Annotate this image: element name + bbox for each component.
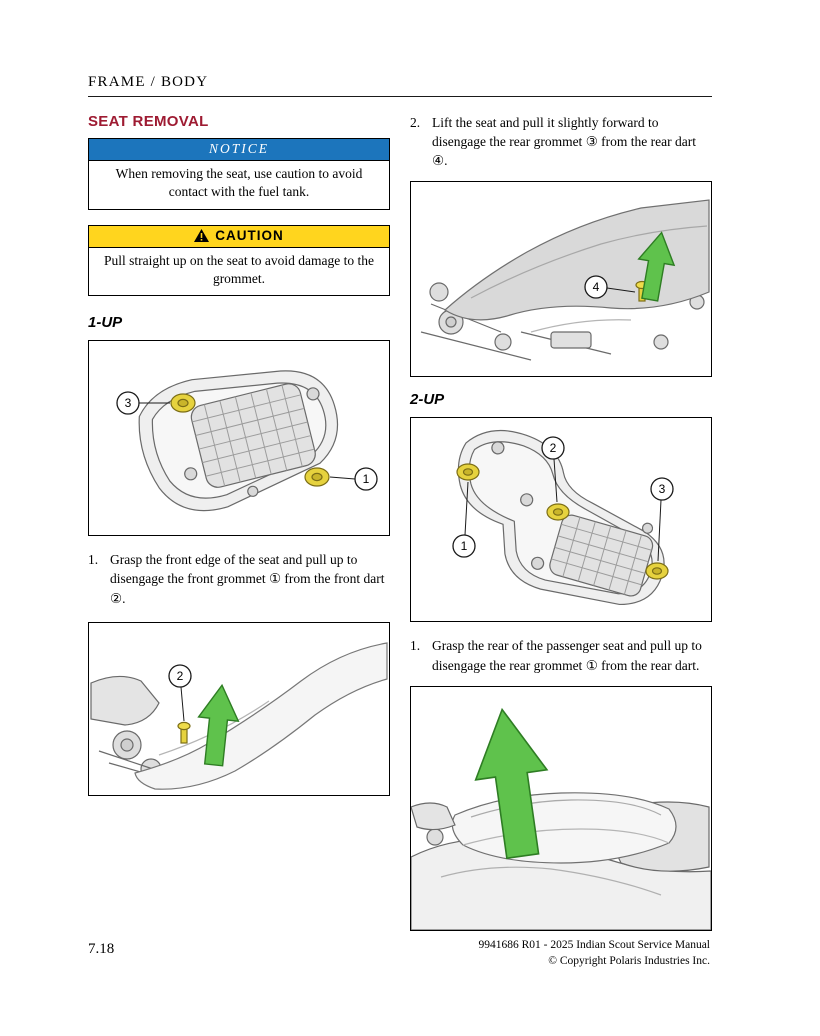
step-number: 2.: [410, 115, 421, 130]
rear-dart-illustration: 4: [420, 199, 710, 362]
chapter-title: FRAME / BODY: [88, 74, 209, 90]
right-column: 2. Lift the seat and pull it slightly fo…: [410, 113, 712, 945]
callout-2-label: 2: [177, 669, 184, 683]
front-dart-illustration: 2: [90, 642, 388, 790]
callout-3-circle: [116, 391, 140, 415]
callout-1-circle: [354, 467, 378, 491]
figure-2up-passenger-seat: [410, 685, 712, 931]
left-column: SEAT REMOVAL NOTICE When removing the se…: [88, 113, 390, 945]
callout-1-circle: [452, 534, 476, 559]
warning-triangle-icon: [194, 229, 210, 243]
up-arrow-icon: [474, 707, 549, 859]
header-rule: [88, 96, 712, 97]
callout-3-circle: [650, 477, 674, 502]
step-1up-2: 2. Lift the seat and pull it slightly fo…: [410, 113, 712, 170]
figure-1up-rear-dart: 4: [410, 181, 712, 378]
manual-page: FRAME / BODY SEAT REMOVAL NOTICE When re…: [88, 74, 712, 945]
two-up-underside-illustration: 2 3 1: [452, 430, 674, 606]
step-number: 1.: [410, 638, 421, 654]
step-text: Lift the seat and pull it slightly forwa…: [432, 115, 696, 169]
footer-copyright: © Copyright Polaris Industries Inc.: [548, 954, 710, 967]
passenger-seat-illustration: [411, 707, 711, 930]
callout-3-label: 3: [659, 482, 666, 496]
seat-underside-illustration: 3 1: [116, 370, 378, 512]
caution-label: CAUTION: [215, 227, 284, 243]
heading-1up: 1-UP: [88, 314, 123, 332]
step-number: 1.: [88, 552, 99, 568]
callout-2-circle: [541, 436, 565, 461]
callout-3-label: 3: [125, 396, 132, 410]
notice-body: When removing the seat, use caution to a…: [89, 160, 389, 208]
caution-body: Pull straight up on the seat to avoid da…: [89, 246, 389, 295]
callout-2-label: 2: [550, 441, 557, 455]
heading-2up: 2-UP: [410, 391, 445, 409]
step-text: Grasp the rear of the passenger seat and…: [432, 638, 702, 673]
section-title: SEAT REMOVAL: [88, 113, 209, 130]
callout-1-label: 1: [363, 472, 370, 486]
up-arrow-icon: [637, 231, 676, 303]
notice-header: NOTICE: [89, 139, 389, 161]
footer-manual-title: 9941686 R01 - 2025 Indian Scout Service …: [478, 939, 710, 951]
step-text: Grasp the front edge of the seat and pul…: [110, 552, 385, 606]
callout-2-circle: [168, 664, 192, 688]
notice-box: NOTICE When removing the seat, use cauti…: [88, 138, 390, 210]
step-1up-1: 1. Grasp the front edge of the seat and …: [88, 550, 390, 607]
caution-box: CAUTION Pull straight up on the seat to …: [88, 224, 390, 297]
figure-1up-seat-underside: 3 1: [88, 340, 390, 537]
callout-4-circle: [584, 275, 608, 300]
figure-2up-seat-underside: 2 3 1: [410, 417, 712, 623]
up-arrow-icon: [197, 683, 240, 767]
figure-1up-front-dart: 2: [88, 621, 390, 796]
step-2up-1: 1. Grasp the rear of the passenger seat …: [410, 636, 712, 674]
page-number: 7.18: [88, 941, 115, 957]
callout-4-label: 4: [593, 280, 600, 294]
caution-header: CAUTION: [89, 225, 389, 247]
callout-1-label: 1: [461, 539, 468, 553]
footer-colophon: 9941686 R01 - 2025 Indian Scout Service …: [478, 938, 710, 969]
